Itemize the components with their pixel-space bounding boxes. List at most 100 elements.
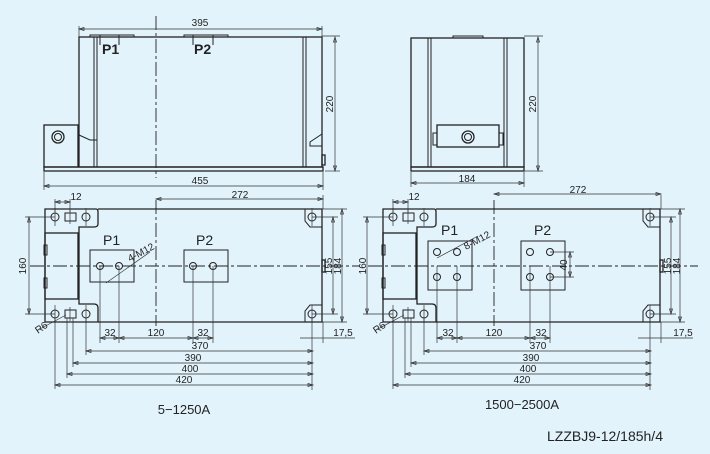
- p2-terminal-pad: [183, 249, 229, 283]
- dim-32-a: 32: [442, 328, 454, 339]
- p2-top-strip: [183, 34, 229, 38]
- mounting-slot: [64, 212, 77, 222]
- arrowhead: [191, 336, 199, 340]
- arrowhead: [568, 250, 572, 258]
- p2-terminal-pad: [520, 240, 566, 291]
- arrowhead: [391, 383, 399, 387]
- side-terminal-box: [436, 124, 500, 148]
- dim-160: 160: [18, 257, 29, 274]
- dim-17-5: 17,5: [673, 328, 693, 339]
- thread-leader: [105, 251, 151, 284]
- arrowhead: [307, 372, 315, 376]
- arrowhead: [340, 316, 344, 324]
- arrowhead: [391, 200, 399, 204]
- bolt-hole: [526, 248, 534, 256]
- arrowhead: [113, 336, 121, 340]
- arrowhead: [307, 361, 315, 365]
- dim-400: 400: [182, 364, 199, 375]
- arrowhead: [536, 165, 540, 173]
- arrowhead: [317, 184, 325, 188]
- model-number: LZZBJ9-12/185h/4: [547, 428, 663, 444]
- caption-right: 1500−2500A: [485, 397, 559, 412]
- arrowhead: [317, 197, 325, 201]
- arrowhead: [678, 207, 682, 215]
- arrowhead: [669, 215, 673, 223]
- dim-390: 390: [523, 353, 540, 364]
- line: [381, 244, 386, 256]
- arrowhead: [645, 383, 653, 387]
- arrowhead: [42, 184, 50, 188]
- dim-32-b: 32: [197, 328, 209, 339]
- plan-corner-notch: [304, 209, 322, 228]
- dim-120: 120: [148, 328, 165, 339]
- drawing-geometry: [25, 16, 698, 390]
- dim-155: 155: [324, 257, 335, 274]
- dim-12: 12: [408, 192, 420, 203]
- front-terminal-box: [43, 124, 79, 168]
- dim-370: 370: [530, 341, 547, 352]
- arrowhead: [117, 336, 125, 340]
- arrowhead: [365, 308, 369, 316]
- dim-370: 370: [192, 341, 209, 352]
- arrowhead: [65, 372, 73, 376]
- bolt-hole: [453, 248, 461, 256]
- arrowhead: [71, 361, 79, 365]
- dim-272: 272: [570, 185, 587, 196]
- arrowhead: [154, 197, 162, 201]
- thread-leader: [436, 235, 479, 259]
- dim-32-b: 32: [535, 328, 547, 339]
- arrowhead: [544, 336, 552, 340]
- dim-272: 272: [232, 190, 249, 201]
- mounting-slot: [402, 309, 415, 319]
- arrowhead: [98, 336, 106, 340]
- front-step: [78, 134, 97, 141]
- arrowhead: [333, 165, 337, 173]
- arrowhead: [207, 336, 215, 340]
- p1-terminal-pad: [89, 249, 135, 283]
- arrowhead: [53, 200, 61, 204]
- plan-corner-notch: [304, 304, 322, 322]
- p1-terminal-pad: [427, 240, 473, 291]
- side-terminal-ring: [461, 130, 475, 144]
- arrowhead: [307, 349, 315, 353]
- arrowhead: [27, 215, 31, 223]
- arrowhead: [64, 200, 72, 204]
- plan-left-labels: 12 272 160 155 184 P1 P2 4-M12 R6 32 120…: [18, 190, 353, 417]
- line: [381, 277, 386, 289]
- radius-leader: [375, 314, 405, 331]
- arrowhead: [536, 35, 540, 43]
- arrowhead: [678, 316, 682, 324]
- front-nut: [321, 154, 326, 166]
- front-label-p1: P1: [102, 41, 119, 57]
- arrowhead: [340, 207, 344, 215]
- arrowhead: [409, 361, 417, 365]
- arrowhead: [422, 349, 430, 353]
- plan-corner-notch: [642, 209, 660, 228]
- mounting-slot: [64, 309, 77, 319]
- arrowhead: [528, 336, 536, 340]
- arrowhead: [84, 349, 92, 353]
- plan-label-p2: P2: [196, 232, 213, 248]
- arrowhead: [77, 27, 85, 31]
- plan-label-p1: P1: [103, 232, 120, 248]
- p1-top-strip: [89, 34, 135, 38]
- arrowhead: [331, 215, 335, 223]
- arrowhead: [331, 308, 335, 316]
- front-base-plate: [43, 166, 324, 172]
- dim-184: 184: [672, 257, 683, 274]
- arrowhead: [187, 336, 195, 340]
- dim-455: 455: [192, 176, 209, 187]
- arrowhead: [655, 192, 663, 196]
- arrowhead: [568, 271, 572, 279]
- arrowhead: [27, 308, 31, 316]
- dim-120: 120: [486, 328, 503, 339]
- arrowhead: [645, 361, 653, 365]
- plan-flange: [44, 208, 99, 323]
- dim-side-220: 220: [528, 95, 539, 112]
- dim-front-220: 220: [325, 95, 336, 112]
- caption-left: 5−1250A: [158, 402, 211, 417]
- arrowhead: [333, 35, 337, 43]
- line: [43, 244, 48, 256]
- side-top-strip: [452, 35, 484, 39]
